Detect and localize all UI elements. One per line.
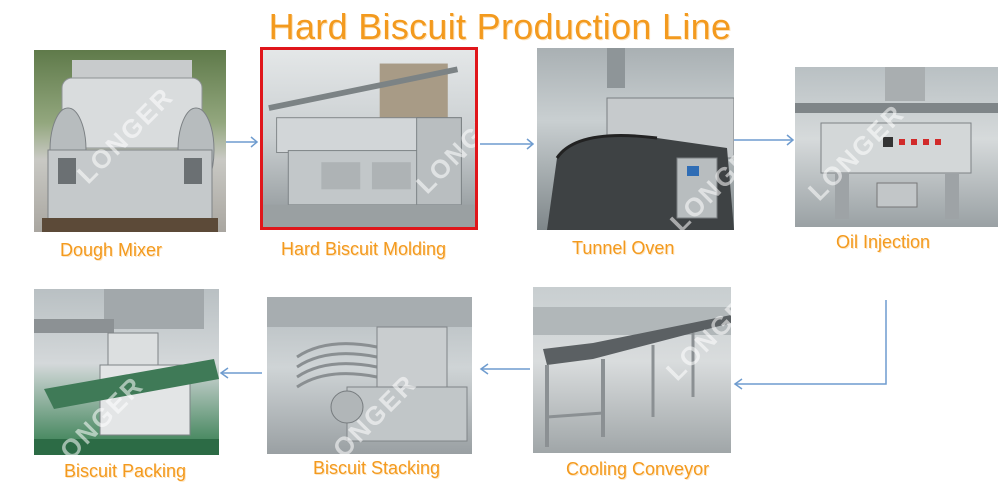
step-label-oil-injection: Oil Injection (836, 232, 931, 252)
arrow-icon (480, 138, 535, 150)
arrow-icon (733, 300, 887, 390)
arrow-icon (734, 134, 795, 146)
biscuit-molding-photo: LONGER (260, 47, 478, 230)
step-label-biscuit-stacking: Biscuit Stacking (313, 458, 441, 478)
step-label-biscuit-packing: Biscuit Packing (64, 461, 187, 481)
step-label-dough-mixer: Dough Mixer (60, 240, 163, 260)
step-label-hard-biscuit-molding: Hard Biscuit Molding (281, 239, 447, 259)
biscuit-packing-photo: LONGER (34, 289, 219, 455)
cooling-conveyor-photo: LONGER (533, 287, 731, 453)
biscuit-stacking-photo: LONGER (267, 297, 472, 454)
arrow-icon (226, 136, 259, 148)
tunnel-oven-photo: LONGER (537, 48, 734, 230)
diagram-title: Hard Biscuit Production Line (268, 6, 732, 47)
dough-mixer-photo: LONGER (34, 50, 226, 232)
step-label-cooling-conveyor: Cooling Conveyor (566, 459, 710, 479)
arrow-icon (479, 363, 530, 375)
arrow-icon (219, 367, 262, 379)
oil-injection-photo: LONGER (795, 67, 998, 227)
step-label-tunnel-oven: Tunnel Oven (572, 238, 675, 258)
